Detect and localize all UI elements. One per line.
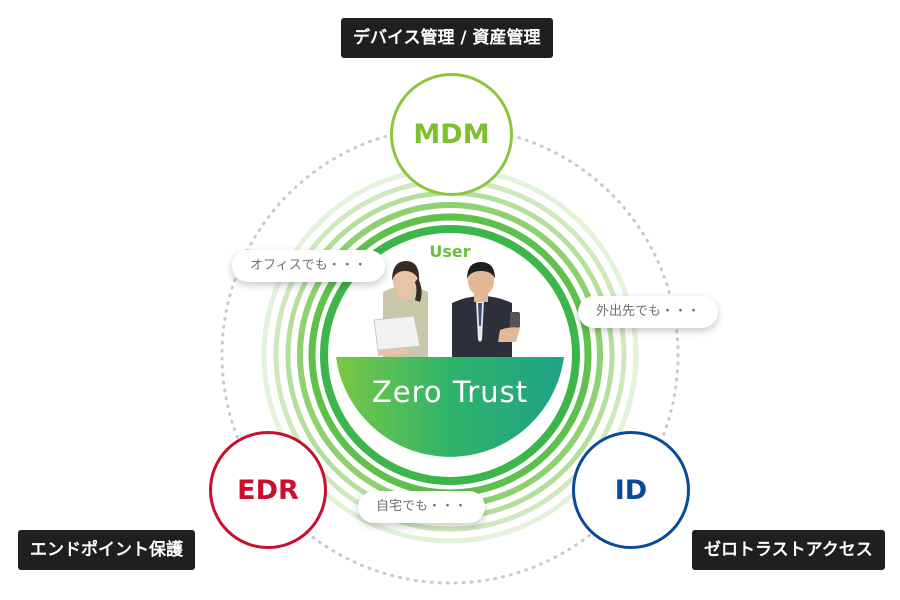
home-pill: 自宅でも・・・ — [358, 491, 486, 523]
office-pill: オフィスでも・・・ — [232, 250, 385, 282]
ring-1 — [320, 225, 580, 485]
id-node: ID — [572, 431, 690, 549]
edr-label: EDR — [237, 474, 299, 506]
edr-node: EDR — [209, 431, 327, 549]
device-asset-management-label: デバイス管理 / 資産管理 — [341, 18, 553, 58]
mdm-label: MDM — [413, 119, 490, 150]
id-label: ID — [614, 474, 648, 506]
zero-trust-access-label: ゼロトラストアクセス — [692, 530, 885, 570]
woman-figure — [373, 261, 428, 357]
user-label: User — [429, 242, 471, 261]
user-illustration — [373, 261, 520, 357]
endpoint-protection-label: エンドポイント保護 — [18, 530, 195, 570]
mdm-node: MDM — [390, 73, 513, 196]
zero-trust-label: Zero Trust — [371, 375, 529, 409]
outside-pill: 外出先でも・・・ — [578, 296, 719, 328]
man-figure — [452, 262, 520, 357]
zero-trust-bowl — [336, 357, 564, 457]
